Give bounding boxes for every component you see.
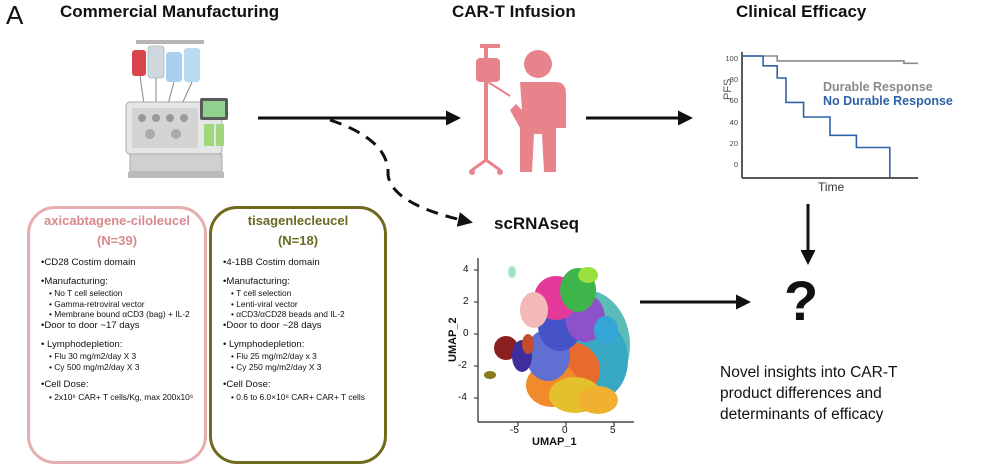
manufacturing-machine-icon	[125, 40, 228, 178]
km-ytick: 0	[733, 160, 738, 170]
umap-xtick-3: 5	[610, 425, 616, 436]
costim-domain: •CD28 Costim domain	[41, 257, 136, 268]
umap-ytick-4: -2	[458, 360, 467, 371]
lympho-item: • Flu 25 mg/m2/day x 3	[231, 351, 317, 362]
costim-domain: •4-1BB Costim domain	[223, 257, 320, 268]
km-ytick: 100	[725, 54, 738, 63]
header-efficacy: Clinical Efficacy	[736, 2, 867, 21]
product-n: (N=39)	[96, 233, 138, 248]
umap-plot	[474, 258, 634, 426]
manufacturing-item: • T cell selection	[231, 288, 292, 299]
manufacturing-title: •Manufacturing:	[223, 276, 290, 288]
product-box-tisacel: tisagenlecleucel (N=18) •4-1BB Costim do…	[209, 206, 387, 464]
km-ytick: 20	[729, 138, 738, 148]
umap-ytick-5: -4	[458, 392, 467, 403]
km-durable-curve	[742, 55, 918, 65]
product-name: tisagenlecleucel	[247, 213, 349, 228]
km-ytick-labels: 100 80 60 40 20 0	[720, 48, 738, 175]
manufacturing-item: • No T cell selection	[49, 288, 123, 299]
header-infusion: CAR-T Infusion	[452, 2, 576, 21]
panel-label: A	[6, 0, 24, 30]
umap-ytick-2: 2	[463, 296, 469, 307]
patient-iv-icon	[469, 44, 566, 175]
dose-title: •Cell Dose:	[223, 379, 271, 391]
lympho-title: • Lymphodepletion:	[41, 339, 123, 351]
dashed-arrow-to-scrnaseq	[329, 118, 473, 227]
km-ytick: 40	[729, 117, 738, 127]
km-legend-durable: Durable Response	[823, 80, 933, 94]
dose-item: • 0.6 to 6.0×10⁸ CAR+ CAR+ T cells	[231, 391, 365, 402]
dose-item: • 2x10⁶ CAR+ T cells/Kg, max 200x10⁶	[49, 391, 194, 402]
umap-xlabel: UMAP_1	[532, 436, 577, 448]
umap-xtick-2: 0	[562, 425, 568, 436]
product-box-axicel: axicabtagene-ciloleucel (N=39) •CD28 Cos…	[27, 206, 207, 464]
km-ytick: 60	[729, 96, 738, 106]
km-plot	[741, 52, 918, 179]
dose-title: •Cell Dose:	[41, 379, 89, 391]
header-manufacturing: Commercial Manufacturing	[60, 2, 280, 21]
lympho-item: • Flu 30 mg/m2/day X 3	[49, 351, 137, 362]
umap-ytick-3: 0	[463, 328, 469, 339]
manufacturing-item: • Gamma-retroviral vector	[49, 298, 145, 309]
header-scrnaseq: scRNAseq	[494, 214, 580, 233]
umap-xtick-1: -5	[510, 425, 519, 436]
product-name: axicabtagene-ciloleucel	[44, 213, 190, 228]
manufacturing-item: • αCD3/αCD28 beads and IL-2	[231, 309, 345, 320]
question-mark: ?	[784, 269, 819, 332]
lympho-item: • Cy 250 mg/m2/day X 3	[231, 361, 322, 372]
lympho-title: • Lymphodepletion:	[223, 339, 305, 351]
km-xlabel: Time	[818, 180, 845, 194]
insight-text: Novel insights into CAR-T product differ…	[720, 364, 898, 423]
manufacturing-title: •Manufacturing:	[41, 276, 108, 288]
km-legend-nodurable: No Durable Response	[823, 94, 953, 108]
umap-ytick-1: 4	[463, 264, 469, 275]
door-to-door: •Door to door ~28 days	[223, 319, 322, 331]
door-to-door: •Door to door ~17 days	[41, 319, 140, 331]
lympho-item: • Cy 500 mg/m2/day X 3	[49, 361, 140, 372]
km-nodurable-curve	[742, 55, 891, 178]
manufacturing-item: • Lenti-viral vector	[231, 298, 298, 309]
umap-ylabel: UMAP_2	[447, 317, 459, 362]
manufacturing-item: • Membrane bound αCD3 (bag) + IL-2	[49, 309, 190, 320]
product-n: (N=18)	[277, 233, 319, 248]
km-ytick: 80	[729, 75, 738, 85]
